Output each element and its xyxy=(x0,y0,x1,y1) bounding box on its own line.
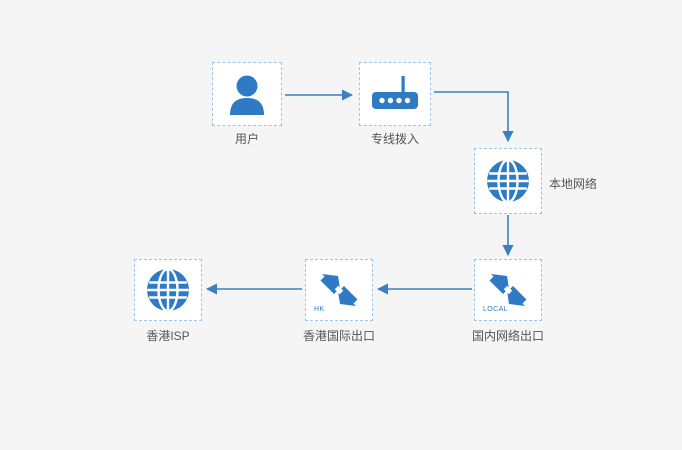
globe-icon xyxy=(135,260,201,320)
node-domestic-network-exit-badge: LOCAL xyxy=(483,306,508,313)
plug-connector-icon: HK xyxy=(306,260,372,320)
node-domestic-network-exit[interactable]: LOCAL xyxy=(474,259,542,321)
node-hongkong-international-exit-label: 香港国际出口 xyxy=(302,329,376,343)
node-local-network-label: 本地网络 xyxy=(549,177,598,191)
node-user-label: 用户 xyxy=(234,132,260,146)
plug-connector-icon: LOCAL xyxy=(475,260,541,320)
node-hongkong-isp[interactable] xyxy=(134,259,202,321)
router-icon xyxy=(360,63,430,125)
node-domestic-network-exit-label: 国内网络出口 xyxy=(471,329,545,343)
link-router-to-local-network xyxy=(434,91,514,143)
globe-icon xyxy=(475,149,541,213)
node-user[interactable] xyxy=(212,62,282,126)
node-local-network[interactable] xyxy=(474,148,542,214)
person-icon xyxy=(213,63,281,125)
node-dedicated-line-dialup[interactable] xyxy=(359,62,431,126)
node-dedicated-line-dialup-label: 专线拨入 xyxy=(370,132,420,146)
node-hongkong-international-exit-badge: HK xyxy=(314,306,325,313)
node-hongkong-isp-label: 香港ISP xyxy=(146,329,190,343)
node-hongkong-international-exit[interactable]: HK xyxy=(305,259,373,321)
